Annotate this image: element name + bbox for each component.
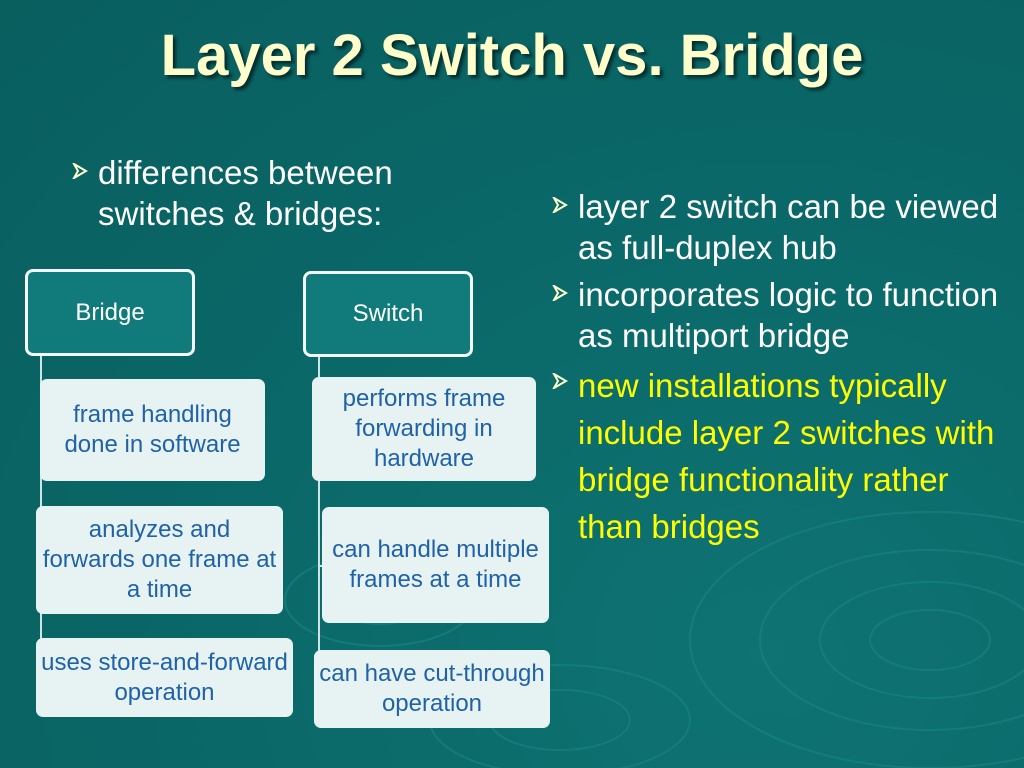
bullet-item: differences between switches & bridges: [72,152,512,234]
switch-item-box: can have cut-through operation [314,650,550,728]
arrow-bullet-icon [552,274,578,301]
bullet-text-highlight: new installations typically include laye… [578,367,995,545]
left-bullet-list: differences between switches & bridges: [72,152,512,234]
arrow-bullet-icon [552,362,578,389]
bullet-item-highlight: new installations typically include laye… [552,362,1012,550]
switch-connector-tick [318,565,322,567]
arrow-bullet-icon [72,152,98,179]
bridge-header-box: Bridge [25,269,195,356]
right-bullet-list: layer 2 switch can be viewed as full-dup… [552,186,1012,556]
bullet-text: differences between switches & bridges: [98,154,393,232]
bullet-text: incorporates logic to function as multip… [578,276,999,354]
bullet-item: incorporates logic to function as multip… [552,274,1012,356]
bridge-item-box: analyzes and forwards one frame at a tim… [36,506,283,614]
arrow-bullet-icon [552,186,578,213]
bridge-item-box: frame handling done in software [40,379,265,481]
bullet-text: layer 2 switch can be viewed as full-dup… [578,188,999,266]
bullet-item: layer 2 switch can be viewed as full-dup… [552,186,1012,268]
switch-item-box: can handle multiple frames at a time [322,507,549,623]
switch-connector-line [318,357,320,688]
bridge-item-box: uses store-and-forward operation [36,638,293,717]
slide-title: Layer 2 Switch vs. Bridge [160,23,864,88]
switch-item-box: performs frame forwarding in hardware [312,377,536,481]
switch-header-box: Switch [303,271,473,357]
